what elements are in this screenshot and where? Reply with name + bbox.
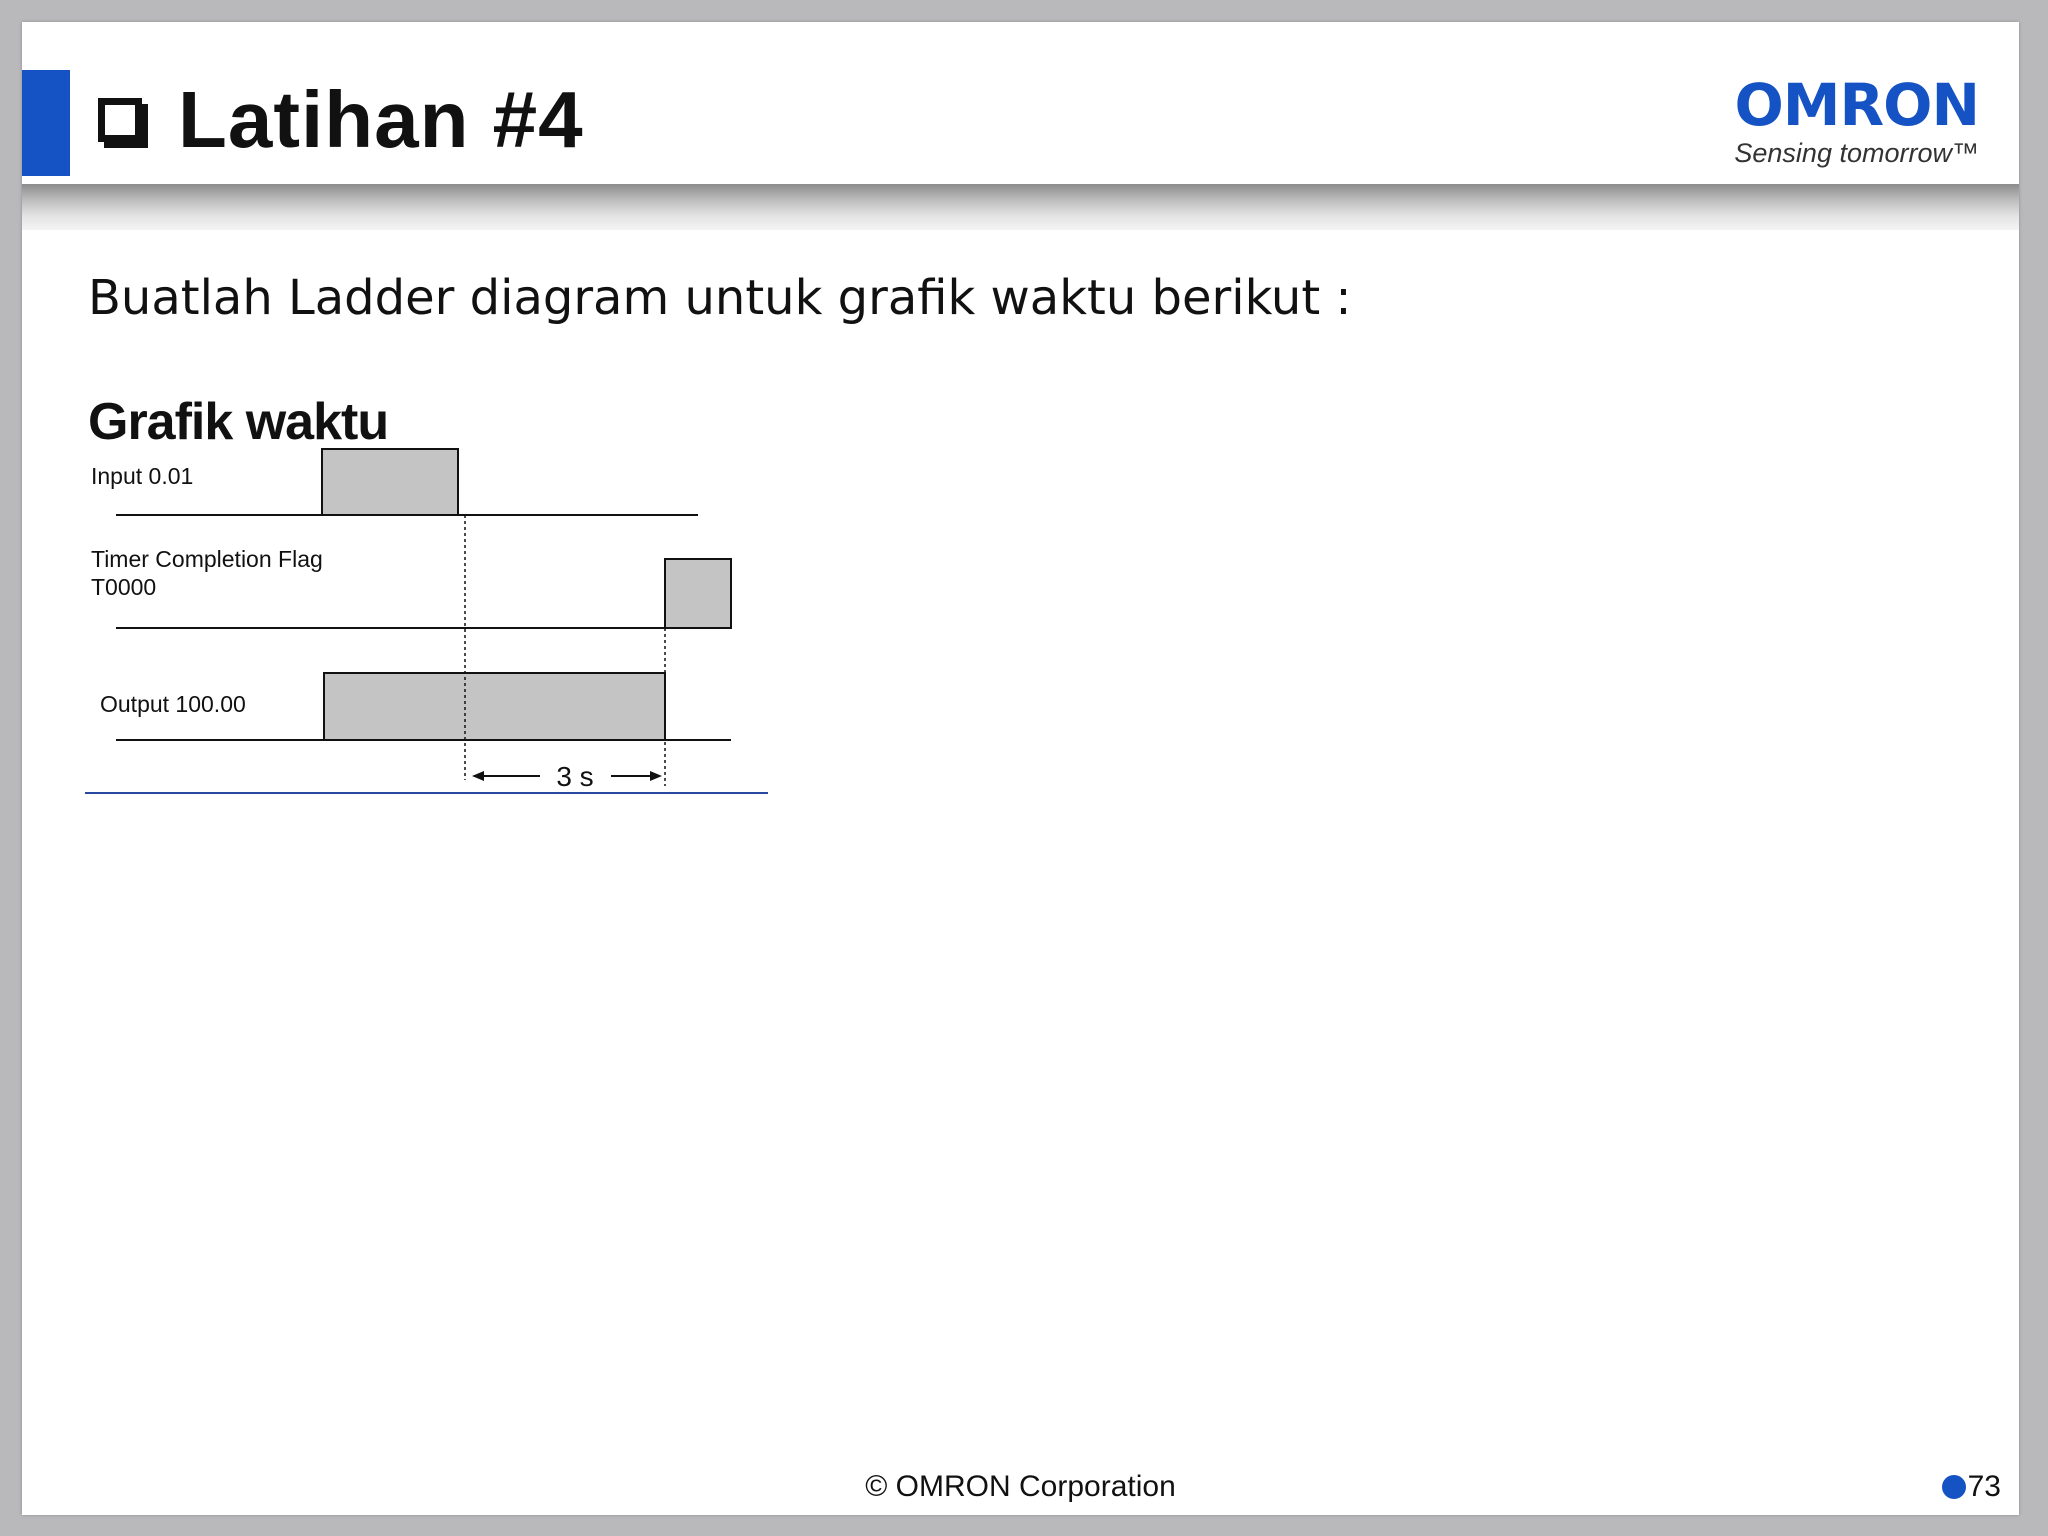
logo-tagline: Sensing tomorrow™ — [1734, 138, 1979, 168]
signal-label-timer-id: T0000 — [91, 574, 156, 600]
title-accent-bar — [22, 70, 70, 176]
page-number: 73 — [1967, 1470, 2001, 1503]
arrowhead-right-icon — [650, 771, 662, 781]
timing-diagram: Input 0.01 Timer Completion Flag T0000 O… — [85, 448, 768, 794]
output-pulse — [323, 672, 666, 741]
slide: Latihan #4 OMRON Sensing tomorrow™ Buatl… — [22, 22, 2019, 1515]
square-checkbox-icon — [98, 98, 142, 142]
title-area: Latihan #4 — [98, 74, 584, 166]
page-number-area: 73 — [1941, 1470, 2001, 1504]
logo-wordmark: OMRON — [1734, 71, 1980, 139]
arrowhead-left-icon — [472, 771, 484, 781]
header-divider-band — [22, 184, 2019, 230]
timer-pulse — [664, 558, 732, 629]
page-title: Latihan #4 — [178, 75, 584, 164]
section-heading: Grafik waktu — [88, 393, 389, 451]
signal-label-output: Output 100.00 — [100, 691, 246, 717]
blue-dot-icon — [1941, 1475, 1966, 1499]
signal-label-timer: Timer Completion Flag — [91, 546, 323, 572]
omron-logo: OMRON Sensing tomorrow™ — [1709, 71, 1980, 169]
delay-label: 3 s — [556, 761, 593, 792]
signal-label-input: Input 0.01 — [91, 463, 193, 489]
footer-copyright: © OMRON Corporation — [865, 1470, 1176, 1503]
instruction-text: Buatlah Ladder diagram untuk grafik wakt… — [88, 270, 1352, 326]
input-pulse — [321, 448, 459, 516]
